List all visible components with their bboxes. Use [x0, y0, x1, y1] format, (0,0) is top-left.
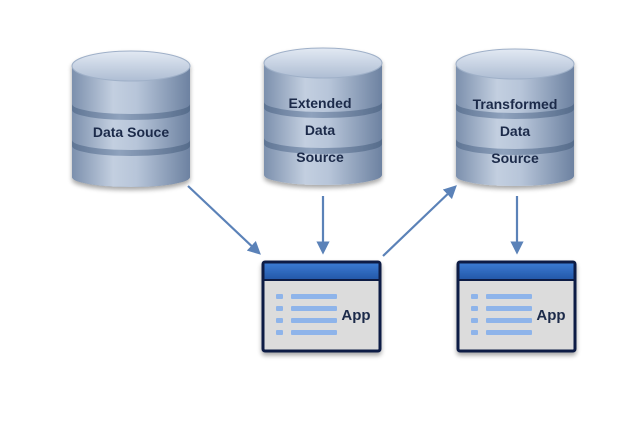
database-label-line-2: Data [500, 123, 531, 139]
database-extended-data-source: Extended Data Source [263, 47, 383, 185]
arrow-app-1-to-transformed [382, 185, 457, 257]
arrow-data-source-to-app-1 [187, 185, 261, 255]
database-label-line-3: Source [491, 150, 539, 166]
database-label-line-2: Data [305, 122, 336, 138]
database-label: Data Souce [93, 124, 169, 140]
app-label: App [341, 307, 370, 324]
database-label-line-1: Transformed [473, 96, 558, 112]
database-label-line-1: Extended [288, 95, 351, 111]
app-window-2: App [456, 260, 577, 353]
list-lines-icon [471, 294, 532, 335]
database-data-source: Data Souce [71, 50, 191, 187]
database-transformed-data-source: Transformed Data Source [455, 48, 575, 186]
app-label: App [536, 307, 565, 324]
app-window-1: App [261, 260, 382, 353]
database-label-line-3: Source [296, 149, 344, 165]
list-lines-icon [276, 294, 337, 335]
